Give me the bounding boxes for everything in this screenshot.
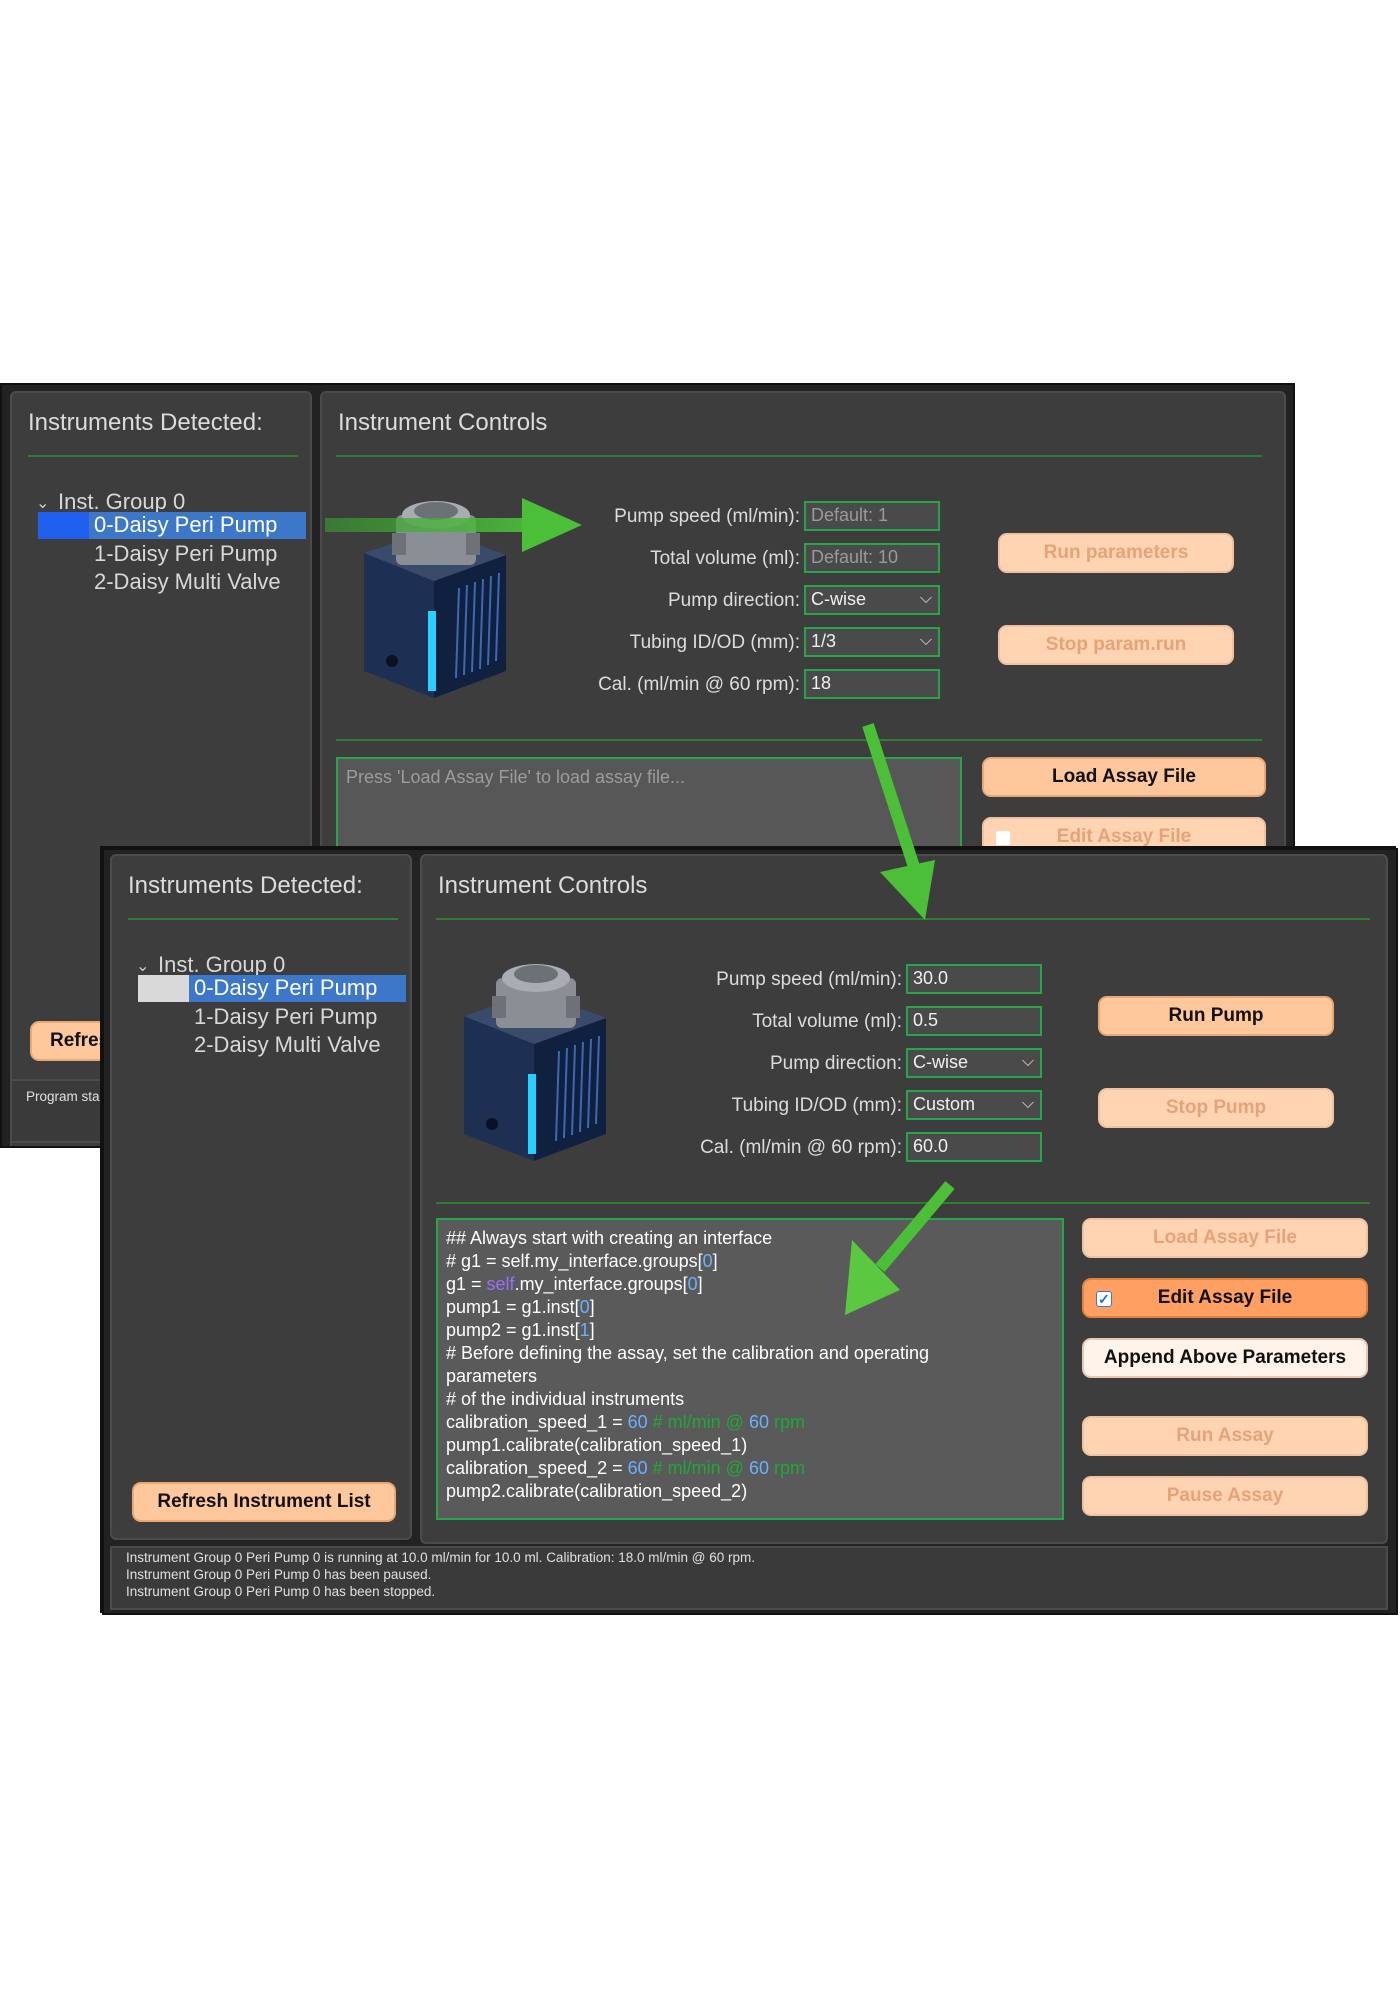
calibration-input[interactable]: 18 (804, 669, 940, 699)
total-volume-input[interactable]: Default: 10 (804, 543, 940, 573)
tree-group[interactable]: Inst. Group 0 (58, 489, 186, 514)
arrow-right-icon (325, 498, 582, 552)
edit-assay-checkbox[interactable]: ✓ (1096, 1291, 1112, 1307)
code-line: calibration_speed_2 = 60 # ml/min @ 60 r… (446, 1458, 805, 1478)
status-line: Instrument Group 0 Peri Pump 0 has been … (126, 1584, 436, 1599)
assay-code-editor[interactable]: ## Always start with creating an interfa… (436, 1218, 1064, 1520)
pump-direction-select[interactable]: C-wise ⌵ (804, 585, 940, 615)
tree-item-label: 0-Daisy Peri Pump (194, 975, 378, 1000)
front-app-window: Instruments Detected: ⌄ Inst. Group 0 0-… (102, 848, 1398, 1615)
status-line: Instrument Group 0 Peri Pump 0 has been … (126, 1567, 432, 1582)
calibration-input[interactable]: 60.0 (906, 1132, 1042, 1162)
selection-marker (38, 512, 89, 539)
code-line: pump1.calibrate(calibration_speed_1) (446, 1435, 748, 1455)
tubing-select[interactable]: 1/3 ⌵ (804, 627, 940, 657)
code-line: ## Always start with creating an interfa… (446, 1228, 773, 1248)
edit-assay-checkbox[interactable] (996, 831, 1010, 845)
assay-placeholder: Press 'Load Assay File' to load assay fi… (346, 767, 686, 787)
chevron-down-icon: ⌵ (1021, 1095, 1034, 1112)
divider (436, 918, 1370, 920)
instrument-controls-panel: Instrument Controls Pump speed (ml/min):… (420, 854, 1388, 1544)
tubing-label: Tubing ID/OD (mm): (731, 1095, 902, 1116)
divider (336, 455, 1262, 457)
chevron-down-icon[interactable]: ⌄ (36, 495, 50, 512)
divider (28, 455, 298, 457)
tree-item-selected[interactable]: 0-Daisy Peri Pump (38, 512, 306, 539)
tree-item-label: 0-Daisy Peri Pump (94, 512, 278, 537)
tree-item[interactable]: 1-Daisy Peri Pump (194, 1004, 378, 1029)
run-pump-button[interactable]: Run Pump (1098, 996, 1334, 1036)
edit-assay-label: Edit Assay File (1056, 826, 1192, 847)
tubing-select[interactable]: Custom ⌵ (906, 1090, 1042, 1120)
tree-item[interactable]: 1-Daisy Peri Pump (94, 541, 278, 566)
total-volume-label: Total volume (ml): (752, 1011, 902, 1032)
pump-speed-input[interactable]: 30.0 (906, 964, 1042, 994)
tubing-label: Tubing ID/OD (mm): (629, 632, 800, 653)
pump-direction-value: C-wise (811, 589, 867, 609)
peristaltic-pump-image (464, 964, 606, 1161)
pump-speed-label: Pump speed (ml/min): (716, 969, 902, 990)
calibration-label: Cal. (ml/min @ 60 rpm): (700, 1137, 902, 1158)
refresh-instrument-list-button[interactable]: Refresh Instrument List (132, 1482, 396, 1522)
tubing-value: Custom (913, 1094, 976, 1114)
calibration-label: Cal. (ml/min @ 60 rpm): (598, 674, 800, 695)
instrument-controls-title: Instrument Controls (438, 872, 648, 899)
load-assay-file-button[interactable]: Load Assay File (982, 757, 1266, 797)
append-above-parameters-button[interactable]: Append Above Parameters (1082, 1338, 1368, 1378)
instruments-detected-title: Instruments Detected: (128, 872, 363, 899)
tree-item[interactable]: 2-Daisy Multi Valve (194, 1032, 381, 1057)
pump-speed-input[interactable]: Default: 1 (804, 501, 940, 531)
pause-assay-button[interactable]: Pause Assay (1082, 1476, 1368, 1516)
edit-assay-label: Edit Assay File (1157, 1287, 1293, 1308)
chevron-down-icon[interactable]: ⌄ (136, 958, 150, 975)
tree-item-selected[interactable]: 0-Daisy Peri Pump (138, 975, 406, 1002)
status-line: Instrument Group 0 Peri Pump 0 is runnin… (126, 1550, 755, 1565)
instruments-detected-title: Instruments Detected: (28, 409, 263, 436)
chevron-down-icon: ⌵ (919, 590, 932, 607)
tree-item[interactable]: 2-Daisy Multi Valve (94, 569, 281, 594)
code-line: # Before defining the assay, set the cal… (446, 1343, 929, 1363)
code-line: pump2 = g1.inst[1] (446, 1320, 595, 1340)
divider (436, 1202, 1370, 1204)
code-line: # of the individual instruments (446, 1389, 685, 1409)
code-line: # g1 = self.my_interface.groups[0] (446, 1251, 718, 1271)
chevron-down-icon: ⌵ (919, 632, 932, 649)
stop-pump-button[interactable]: Stop Pump (1098, 1088, 1334, 1128)
code-line: g1 = self.my_interface.groups[0] (446, 1274, 703, 1294)
chevron-down-icon: ⌵ (1021, 1053, 1034, 1070)
stop-param-run-button[interactable]: Stop param.run (998, 625, 1234, 665)
pump-direction-select[interactable]: C-wise ⌵ (906, 1048, 1042, 1078)
arrow-down-left-icon (845, 1181, 955, 1315)
instruments-detected-panel: Instruments Detected: ⌄ Inst. Group 0 0-… (110, 854, 412, 1540)
total-volume-input[interactable]: 0.5 (906, 1006, 1042, 1036)
code-line: pump1 = g1.inst[0] (446, 1297, 595, 1317)
instrument-controls-title: Instrument Controls (338, 409, 548, 436)
run-parameters-button[interactable]: Run parameters (998, 533, 1234, 573)
pump-direction-value: C-wise (913, 1052, 969, 1072)
pump-direction-label: Pump direction: (769, 1053, 902, 1074)
divider (336, 739, 1262, 741)
selection-marker (138, 975, 189, 1002)
arrow-down-icon (862, 723, 935, 920)
code-line: parameters (446, 1366, 538, 1386)
edit-assay-file-button[interactable]: ✓ Edit Assay File (1082, 1278, 1368, 1318)
status-line: Program star (26, 1089, 105, 1104)
code-line: calibration_speed_1 = 60 # ml/min @ 60 r… (446, 1412, 805, 1432)
run-assay-button[interactable]: Run Assay (1082, 1416, 1368, 1456)
pump-direction-label: Pump direction: (667, 590, 800, 611)
total-volume-label: Total volume (ml): (650, 548, 800, 569)
status-log: Instrument Group 0 Peri Pump 0 is runnin… (110, 1546, 1388, 1610)
tree-group[interactable]: Inst. Group 0 (158, 952, 286, 977)
tubing-value: 1/3 (811, 631, 837, 651)
load-assay-file-button[interactable]: Load Assay File (1082, 1218, 1368, 1258)
divider (128, 918, 398, 920)
code-line: pump2.calibrate(calibration_speed_2) (446, 1481, 748, 1501)
pump-speed-label: Pump speed (ml/min): (614, 506, 800, 527)
